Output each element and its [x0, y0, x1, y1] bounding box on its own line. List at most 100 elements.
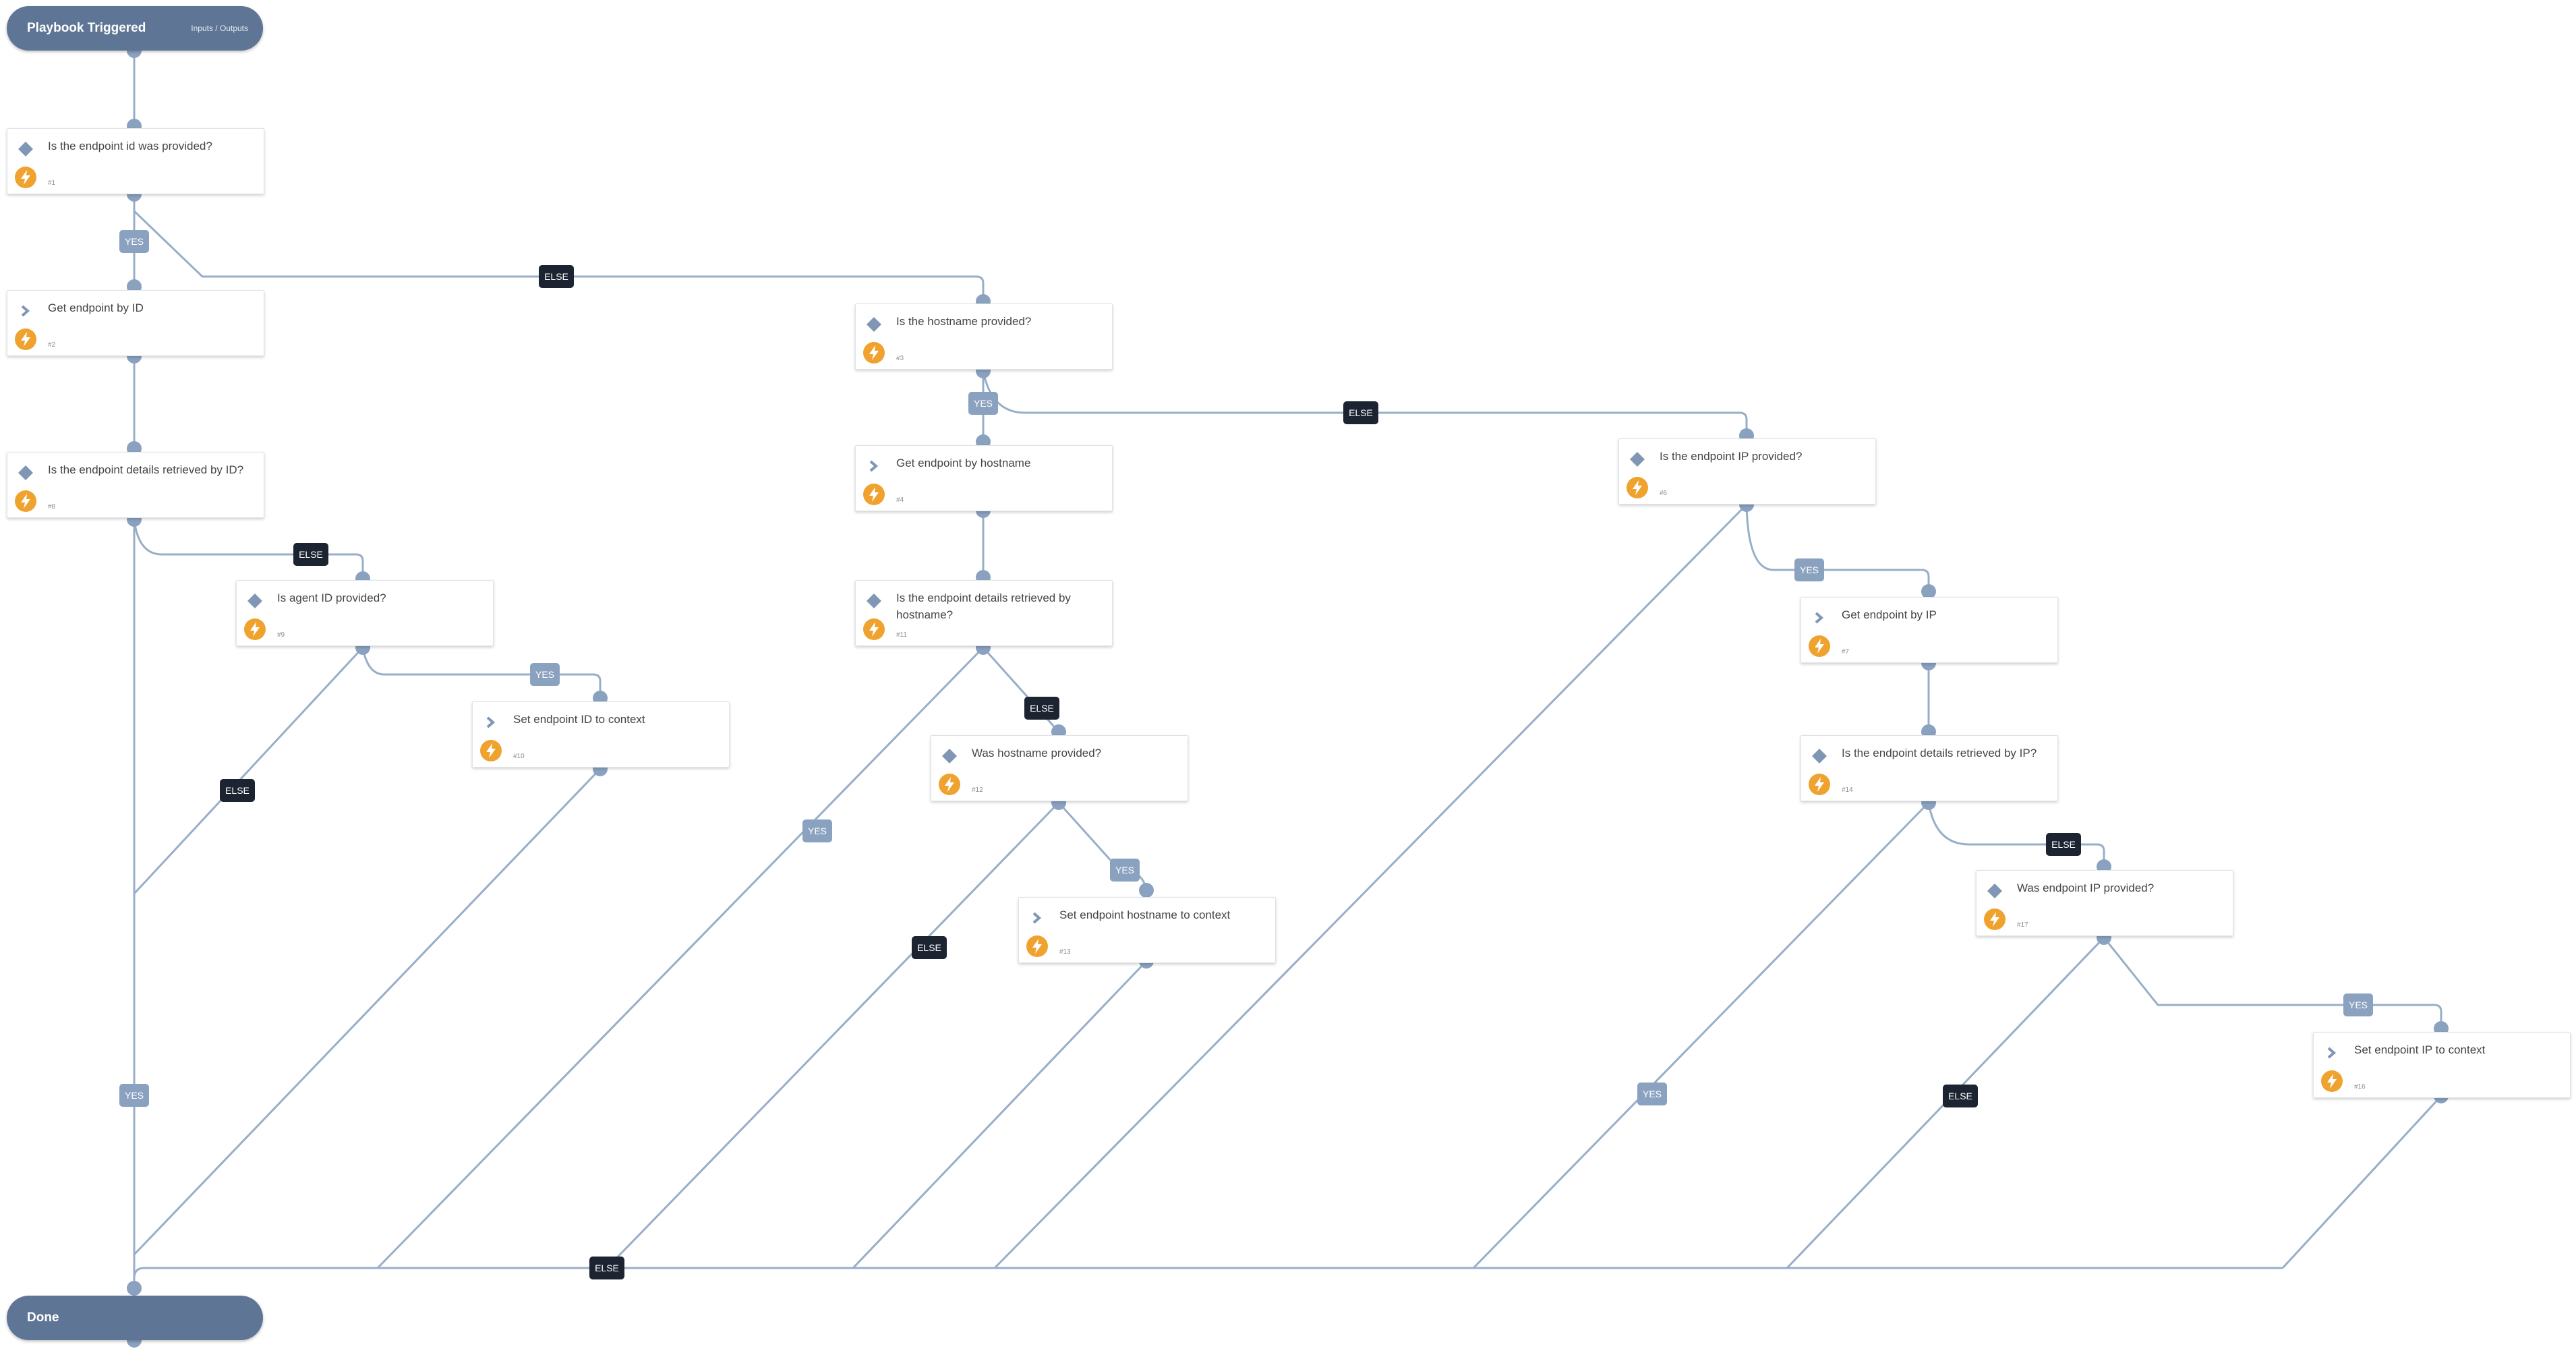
task-title: Set endpoint ID to context [513, 713, 645, 726]
branch-label-else[interactable]: ELSE [220, 779, 255, 802]
chevron-right-icon [1028, 909, 1047, 927]
playbook-triggered-node[interactable]: Playbook Triggered Inputs / Outputs [7, 6, 263, 51]
node-title: Done [27, 1310, 59, 1325]
task-title: Set endpoint hostname to context [1059, 909, 1231, 921]
lightning-icon [1026, 935, 1048, 957]
task-number: #16 [2354, 1083, 2366, 1091]
task-number: #8 [48, 503, 56, 511]
chevron-right-icon [865, 457, 883, 475]
condition-icon [16, 140, 35, 158]
task-number: #13 [1059, 948, 1071, 956]
branch-label-yes[interactable]: YES [530, 663, 560, 686]
edge-t13-done [852, 960, 1148, 1269]
inputs-outputs-link[interactable]: Inputs / Outputs [191, 24, 248, 33]
task-title: Is the endpoint id was provided? [48, 140, 212, 152]
condition-icon [865, 592, 883, 610]
chevron-right-icon [481, 713, 500, 732]
branch-label-else[interactable]: ELSE [539, 265, 574, 288]
edge-t10-done [133, 768, 602, 1256]
task-number: #11 [896, 631, 907, 639]
edge-t17-t16 [2103, 937, 2442, 1029]
task-node-13[interactable]: Set endpoint hostname to context #13 [1018, 897, 1276, 963]
port [1921, 584, 1936, 599]
task-node-1[interactable]: Is the endpoint id was provided? #1 [7, 128, 264, 194]
task-number: #6 [1660, 490, 1668, 497]
edge-t14-t17 [1927, 802, 2105, 867]
task-node-16[interactable]: Set endpoint IP to context #16 [2313, 1032, 2571, 1098]
branch-label-else[interactable]: ELSE [1024, 697, 1059, 720]
task-node-2[interactable]: Get endpoint by ID #2 [7, 290, 264, 356]
task-node-14[interactable]: Is the endpoint details retrieved by IP?… [1801, 735, 2058, 801]
lightning-icon [939, 774, 960, 795]
task-title: Is the endpoint details retrieved by IP? [1842, 747, 2037, 759]
task-node-11[interactable]: Is the endpoint details retrieved by hos… [855, 580, 1113, 646]
task-node-3[interactable]: Is the hostname provided? #3 [855, 304, 1113, 370]
task-node-8[interactable]: Is the endpoint details retrieved by ID?… [7, 452, 264, 518]
task-title: Was endpoint IP provided? [2017, 882, 2155, 894]
task-title: Get endpoint by ID [48, 301, 144, 314]
edge-t11-done [376, 646, 985, 1269]
lightning-icon [15, 490, 36, 512]
branch-label-yes[interactable]: YES [1110, 859, 1140, 882]
lightning-icon [863, 484, 885, 505]
task-title: Was hostname provided? [972, 747, 1102, 759]
lightning-icon [15, 328, 36, 350]
task-title: Is the endpoint IP provided? [1660, 450, 1803, 463]
lightning-icon [1627, 477, 1648, 498]
branch-label-yes[interactable]: YES [1794, 558, 1824, 581]
edge-merge-done [133, 1267, 2283, 1288]
branch-label-else[interactable]: ELSE [589, 1257, 624, 1279]
edge-t12-done [606, 801, 1060, 1269]
edge-t8-t9 [133, 519, 364, 579]
branch-label-yes[interactable]: YES [119, 1084, 149, 1107]
task-number: #1 [48, 179, 56, 187]
condition-icon [865, 315, 883, 334]
chevron-right-icon [1810, 608, 1829, 627]
condition-icon [1628, 450, 1647, 469]
done-node[interactable]: Done [7, 1296, 263, 1340]
task-node-6[interactable]: Is the endpoint IP provided? #6 [1618, 438, 1876, 504]
branch-label-else[interactable]: ELSE [2046, 833, 2081, 856]
edge-t14-done [1472, 801, 1930, 1269]
task-title: Get endpoint by IP [1842, 608, 1937, 621]
task-number: #2 [48, 341, 56, 349]
task-title: Is the endpoint details retrieved by ID? [48, 463, 244, 476]
branch-label-yes[interactable]: YES [1637, 1083, 1667, 1105]
branch-label-yes[interactable]: YES [968, 392, 998, 415]
edge-t9-done [133, 646, 364, 895]
task-node-12[interactable]: Was hostname provided? #12 [931, 735, 1188, 801]
condition-icon [1810, 747, 1829, 766]
task-node-9[interactable]: Is agent ID provided? #9 [236, 580, 494, 646]
branch-label-else[interactable]: ELSE [912, 936, 947, 959]
task-number: #12 [972, 786, 983, 794]
lightning-icon [1984, 909, 2006, 930]
branch-label-yes[interactable]: YES [2343, 993, 2373, 1016]
branch-label-yes[interactable]: YES [119, 230, 149, 253]
condition-icon [1985, 882, 2004, 900]
edge-t3-t6 [982, 370, 1748, 436]
branch-label-else[interactable]: ELSE [1943, 1085, 1978, 1107]
lightning-icon [1809, 635, 1830, 657]
task-title: Get endpoint by hostname [896, 457, 1031, 469]
task-title: Is agent ID provided? [277, 592, 386, 604]
branch-label-else[interactable]: ELSE [1343, 401, 1378, 424]
lightning-icon [480, 740, 502, 761]
lightning-icon [1809, 774, 1830, 795]
branch-label-yes[interactable]: YES [802, 819, 832, 842]
edge-t6-done [993, 503, 1748, 1269]
task-number: #10 [513, 753, 525, 760]
task-number: #17 [2017, 921, 2028, 929]
task-title: Set endpoint IP to context [2354, 1043, 2486, 1056]
task-node-4[interactable]: Get endpoint by hostname #4 [855, 445, 1113, 511]
task-number: #4 [896, 496, 904, 504]
task-node-17[interactable]: Was endpoint IP provided? #17 [1976, 870, 2233, 936]
edge-t6-t7 [1745, 504, 1930, 592]
branch-label-else[interactable]: ELSE [293, 543, 328, 566]
edge-t1-t3 [133, 210, 985, 301]
chevron-right-icon [16, 301, 35, 320]
task-node-7[interactable]: Get endpoint by IP #7 [1801, 597, 2058, 663]
condition-icon [940, 747, 959, 766]
task-node-10[interactable]: Set endpoint ID to context #10 [472, 701, 730, 768]
port [1139, 883, 1154, 898]
